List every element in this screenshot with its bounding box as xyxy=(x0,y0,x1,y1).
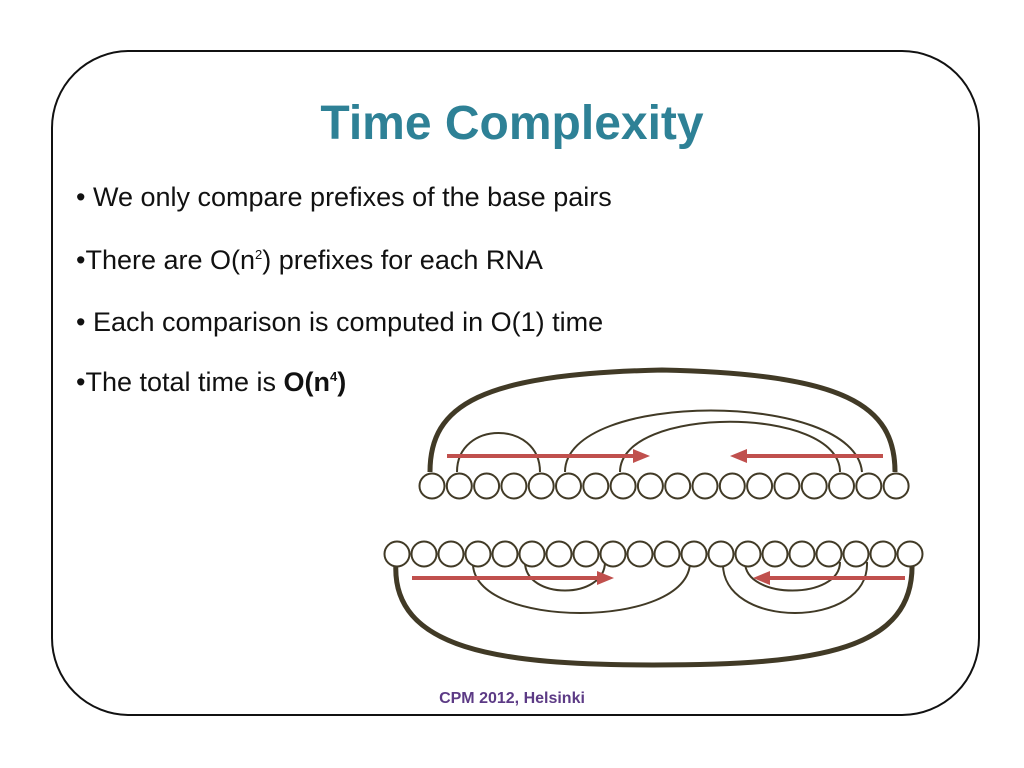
arc xyxy=(744,561,841,592)
nucleotide-bead xyxy=(746,472,774,500)
nucleotide-bead xyxy=(788,540,816,568)
complexity-tail: ) xyxy=(337,367,347,397)
nucleotide-bead xyxy=(609,472,637,500)
nucleotide-bead xyxy=(599,540,627,568)
arc xyxy=(456,432,541,473)
nucleotide-bead xyxy=(653,540,681,568)
nucleotide-bead xyxy=(815,540,843,568)
nucleotide-bead xyxy=(527,472,555,500)
bullet-text-tail: ) prefixes for each RNA xyxy=(262,245,543,275)
arrow-left-head xyxy=(730,449,747,463)
nucleotide-bead xyxy=(734,540,762,568)
nucleotide-bead xyxy=(636,472,664,500)
nucleotide-bead xyxy=(842,540,870,568)
slide-title: Time Complexity xyxy=(320,97,704,150)
nucleotide-bead xyxy=(418,472,446,500)
bullet-prefix-count: •There are O(n2) prefixes for each RNA xyxy=(76,245,543,276)
superscript: 2 xyxy=(255,247,263,262)
nucleotide-bead xyxy=(761,540,789,568)
bullet-total-time: •The total time is O(n4) xyxy=(76,367,346,398)
nucleotide-bead xyxy=(828,472,855,500)
nucleotide-bead xyxy=(572,540,600,568)
bottom-arrows xyxy=(412,571,905,585)
bullet-text: Each comparison is computed in O(1) time xyxy=(85,307,604,337)
top-arrows xyxy=(447,449,883,463)
nucleotide-bead xyxy=(555,472,582,500)
bullet-text: We only compare prefixes of the base pai… xyxy=(85,182,612,212)
arrow-right-head xyxy=(597,571,614,585)
complexity-bold: O(n4) xyxy=(284,367,347,397)
bullet-prefixes: • We only compare prefixes of the base p… xyxy=(76,182,612,213)
nucleotide-bead xyxy=(718,472,746,500)
nucleotide-bead xyxy=(445,472,473,500)
nucleotide-bead xyxy=(664,472,692,500)
top-strand-beads xyxy=(418,472,910,500)
arc xyxy=(619,420,841,473)
nucleotide-bead xyxy=(691,472,719,500)
nucleotide-bead xyxy=(896,540,924,568)
bullet-text: There are O(n xyxy=(85,245,256,275)
nucleotide-bead xyxy=(626,540,654,568)
arc xyxy=(471,561,691,614)
superscript: 4 xyxy=(330,369,338,384)
bullet-marker: • xyxy=(76,307,86,337)
bullet-text: The total time is xyxy=(85,367,284,397)
nucleotide-bead xyxy=(707,540,735,568)
bullet-marker: • xyxy=(76,182,86,212)
nucleotide-bead xyxy=(855,472,883,500)
nucleotide-bead xyxy=(545,540,573,568)
nucleotide-bead xyxy=(464,540,492,568)
nucleotide-bead xyxy=(410,540,438,568)
nucleotide-bead xyxy=(491,540,519,568)
nucleotide-bead xyxy=(500,472,528,500)
bullet-comparison-time: • Each comparison is computed in O(1) ti… xyxy=(76,307,603,338)
arc xyxy=(721,561,869,614)
arc xyxy=(564,409,863,473)
nucleotide-bead xyxy=(882,472,910,500)
arrow-right-head xyxy=(633,449,650,463)
nucleotide-bead xyxy=(383,540,411,568)
bottom-strand-beads xyxy=(383,540,924,568)
outer-arc xyxy=(393,561,915,668)
nucleotide-bead xyxy=(437,540,465,568)
arrow-left-head xyxy=(753,571,770,585)
slide-footer: CPM 2012, Helsinki xyxy=(439,690,585,707)
nucleotide-bead xyxy=(518,540,546,568)
complexity-text: O(n xyxy=(283,367,331,397)
nucleotide-bead xyxy=(582,472,610,500)
bullet-marker: • xyxy=(76,367,86,397)
nucleotide-bead xyxy=(869,540,897,568)
nucleotide-bead xyxy=(680,540,708,568)
bullet-marker: • xyxy=(76,245,86,275)
nucleotide-bead xyxy=(773,472,801,500)
outer-arc xyxy=(427,367,898,473)
nucleotide-bead xyxy=(473,472,501,500)
nucleotide-bead xyxy=(800,472,828,500)
